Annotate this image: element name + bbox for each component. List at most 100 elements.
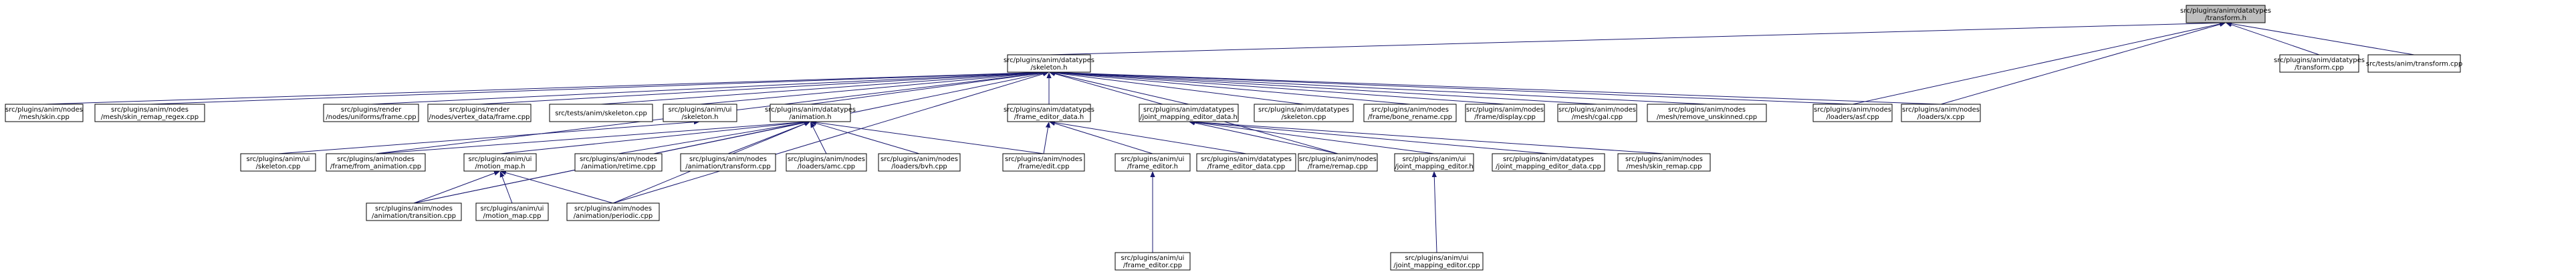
edge-render-vertex-data-frame-cpp-to-skeleton-h [479,73,1043,105]
node-label: /animation.h [789,114,831,121]
node-box [574,153,663,172]
edge-animation-periodic-cpp-to-skeleton-h [612,74,1043,204]
graph-node-frame-editor-data-h[interactable]: src/plugins/anim/datatypes/frame_editor_… [1004,104,1094,122]
graph-node-render-vertex-data-frame-cpp[interactable]: src/plugins/render/nodes/vertex_data/fra… [427,104,532,122]
graph-node-dt-joint-mapping-editor-data-cpp[interactable]: src/plugins/anim/datatypes/joint_mapping… [1492,153,1605,172]
node-label: /frame_editor_data.cpp [1207,163,1285,170]
node-label: /loaders/bvh.cpp [891,163,947,170]
node-label: src/plugins/anim/nodes [1371,106,1449,114]
node-label: src/plugins/anim/nodes [375,205,453,213]
graph-node-animation-transform-cpp[interactable]: src/plugins/anim/nodes/animation/transfo… [680,153,776,172]
graph-node-animation-retime-cpp[interactable]: src/plugins/anim/nodes/animation/retime.… [574,153,663,172]
graph-node-joint-mapping-editor-h[interactable]: src/plugins/anim/ui/joint_mapping_editor… [1394,153,1474,172]
node-box [1115,153,1191,172]
graph-node-loaders-x-cpp[interactable]: src/plugins/anim/nodes/loaders/x.cpp [1901,104,1981,122]
graph-node-frame-editor-h[interactable]: src/plugins/anim/ui/frame_editor.h [1115,153,1191,172]
edge-mesh-skin-remap-cpp-to-joint-mapping-editor-data-h [1195,122,1665,154]
graph-node-mesh-remove-unskinned-cpp[interactable]: src/plugins/anim/nodes/mesh/remove_unski… [1647,104,1767,122]
node-box [566,202,660,221]
node-box [1115,252,1191,271]
node-box [94,104,205,122]
graph-node-dt-skeleton-cpp[interactable]: src/plugins/anim/datatypes/skeleton.cpp [1254,104,1354,122]
node-label: src/plugins/render [341,106,402,114]
graph-node-animation-periodic-cpp[interactable]: src/plugins/anim/nodes/animation/periodi… [566,202,660,221]
graph-node-mesh-cgal-cpp[interactable]: src/plugins/anim/nodes/mesh/cgal.cpp [1557,104,1637,122]
edge-tests-skeleton-cpp-to-skeleton-h [600,73,1043,105]
edge-mesh-remove-unskinned-cpp-to-skeleton-h [1055,72,1708,105]
edge-mesh-skin-remap-regex-cpp-to-skeleton-h [149,72,1043,105]
node-label: src/plugins/anim/ui [1403,156,1466,163]
graph-node-loaders-bvh-cpp[interactable]: src/plugins/anim/nodes/loaders/bvh.cpp [878,153,961,172]
edge-mesh-cgal-cpp-to-skeleton-h [1055,73,1598,105]
graph-node-ui-joint-mapping-editor-cpp[interactable]: src/plugins/anim/ui/joint_mapping_editor… [1390,252,1484,271]
node-label: src/plugins/anim/nodes [1902,106,1980,114]
node-label: src/tests/anim/skeleton.cpp [555,110,647,118]
graph-node-ui-skeleton-cpp[interactable]: src/plugins/anim/ui/skeleton.cpp [240,153,316,172]
graph-node-motion-map-h[interactable]: src/plugins/anim/ui/motion_map.h [463,153,537,172]
node-label: /mesh/remove_unskinned.cpp [1657,114,1757,121]
edge-tests-transform-cpp-to-transform-h [2232,24,2415,55]
node-box [680,153,776,172]
node-label: /motion_map.cpp [483,213,542,220]
graph-node-frame-display-cpp[interactable]: src/plugins/anim/nodes/frame/display.cpp [1465,104,1545,122]
node-label: src/plugins/anim/ui [481,205,544,213]
graph-node-skeleton-h[interactable]: src/plugins/anim/datatypes/skeleton.h [1004,54,1094,73]
edge-ui-skeleton-h-to-skeleton-h [699,73,1043,105]
graph-node-ui-skeleton-h[interactable]: src/plugins/anim/ui/skeleton.h [663,104,737,122]
graph-node-dt-frame-editor-data-cpp[interactable]: src/plugins/anim/datatypes/frame_editor_… [1196,153,1296,172]
graph-node-mesh-skin-remap-cpp[interactable]: src/plugins/anim/nodes/mesh/skin_remap.c… [1617,153,1711,172]
node-label: src/plugins/anim/datatypes [765,106,856,114]
graph-node-frame-from-animation-cpp[interactable]: src/plugins/anim/nodes/frame/from_animat… [326,153,426,172]
graph-node-tests-transform-cpp[interactable]: src/tests/anim/transform.cpp [2366,54,2463,73]
node-label: /frame/display.cpp [1474,114,1536,121]
edge-animation-retime-cpp-to-animation-h [618,122,804,154]
edge-loaders-x-cpp-to-transform-h [1940,24,2220,105]
node-label: src/plugins/anim/nodes [111,106,189,114]
node-label: src/plugins/anim/datatypes [1258,106,1349,114]
node-label: /frame_editor.h [1127,163,1178,170]
node-label: /frame/edit.cpp [1018,163,1070,170]
node-label: src/plugins/anim/datatypes [1004,57,1094,64]
node-label: /mesh/cgal.cpp [1572,114,1623,121]
graph-node-ui-frame-editor-cpp[interactable]: src/plugins/anim/ui/frame_editor.cpp [1115,252,1191,271]
node-label: src/plugins/anim/nodes [689,156,767,163]
graph-node-frame-remap-cpp[interactable]: src/plugins/anim/nodes/frame/remap.cpp [1298,153,1378,172]
node-label: src/plugins/anim/nodes [881,156,958,163]
edge-render-uniforms-frame-cpp-to-skeleton-h [370,72,1043,105]
graph-node-joint-mapping-editor-data-h[interactable]: src/plugins/anim/datatypes/joint_mapping… [1139,104,1239,122]
node-box [1557,104,1637,122]
graph-node-animation-h[interactable]: src/plugins/anim/datatypes/animation.h [765,104,856,122]
edge-frame-display-cpp-to-skeleton-h [1055,73,1506,105]
node-label: src/plugins/anim/ui [469,156,532,163]
graph-node-animation-transition-cpp[interactable]: src/plugins/anim/nodes/animation/transit… [366,202,462,221]
node-box [770,104,851,122]
node-label: /frame/bone_rename.cpp [1368,114,1452,121]
edge-animation-h-to-skeleton-h [810,73,1043,105]
node-label: src/plugins/anim/datatypes [1201,156,1292,163]
node-box [1298,153,1378,172]
graph-node-loaders-asf-cpp[interactable]: src/plugins/anim/nodes/loaders/asf.cpp [1812,104,1893,122]
edge-frame-bone-rename-cpp-to-skeleton-h [1055,73,1411,105]
edge-animation-transform-cpp-to-animation-h [727,124,805,154]
graph-node-ui-motion-map-cpp[interactable]: src/plugins/anim/ui/motion_map.cpp [475,202,549,221]
edge-loaders-amc-cpp-to-animation-h [813,127,827,154]
graph-node-loaders-amc-cpp[interactable]: src/plugins/anim/nodes/loaders/amc.cpp [786,153,867,172]
edge-dt-joint-mapping-editor-data-cpp-to-joint-mapping-editor-data-h [1195,122,1549,154]
graph-node-transform-h[interactable]: src/plugins/anim/datatypes/transform.h [2180,5,2271,23]
node-label: /nodes/vertex_data/frame.cpp [429,114,530,121]
node-label: /joint_mapping_editor.h [1395,163,1473,170]
graph-node-mesh-skin-cpp[interactable]: src/plugins/anim/nodes/mesh/skin.cpp [5,104,84,122]
node-box [1363,104,1457,122]
graph-node-tests-skeleton-cpp[interactable]: src/tests/anim/skeleton.cpp [549,104,653,122]
graph-node-frame-edit-cpp[interactable]: src/plugins/anim/nodes/frame/edit.cpp [1002,153,1085,172]
node-label: src/plugins/anim/nodes [1814,106,1891,114]
graph-node-dt-transform-cpp[interactable]: src/plugins/anim/datatypes/transform.cpp [2274,54,2365,73]
node-label: src/plugins/anim/nodes [1466,106,1544,114]
node-label: /mesh/skin_remap.cpp [1627,163,1702,170]
edge-frame-remap-cpp-to-joint-mapping-editor-data-h [1195,123,1338,154]
graph-node-frame-bone-rename-cpp[interactable]: src/plugins/anim/nodes/frame/bone_rename… [1363,104,1457,122]
node-box [323,104,419,122]
graph-node-render-uniforms-frame-cpp[interactable]: src/plugins/render/nodes/uniforms/frame.… [323,104,419,122]
node-label: /frame_editor.cpp [1123,262,1182,269]
graph-node-mesh-skin-remap-regex-cpp[interactable]: src/plugins/anim/nodes/mesh/skin_remap_r… [94,104,205,122]
